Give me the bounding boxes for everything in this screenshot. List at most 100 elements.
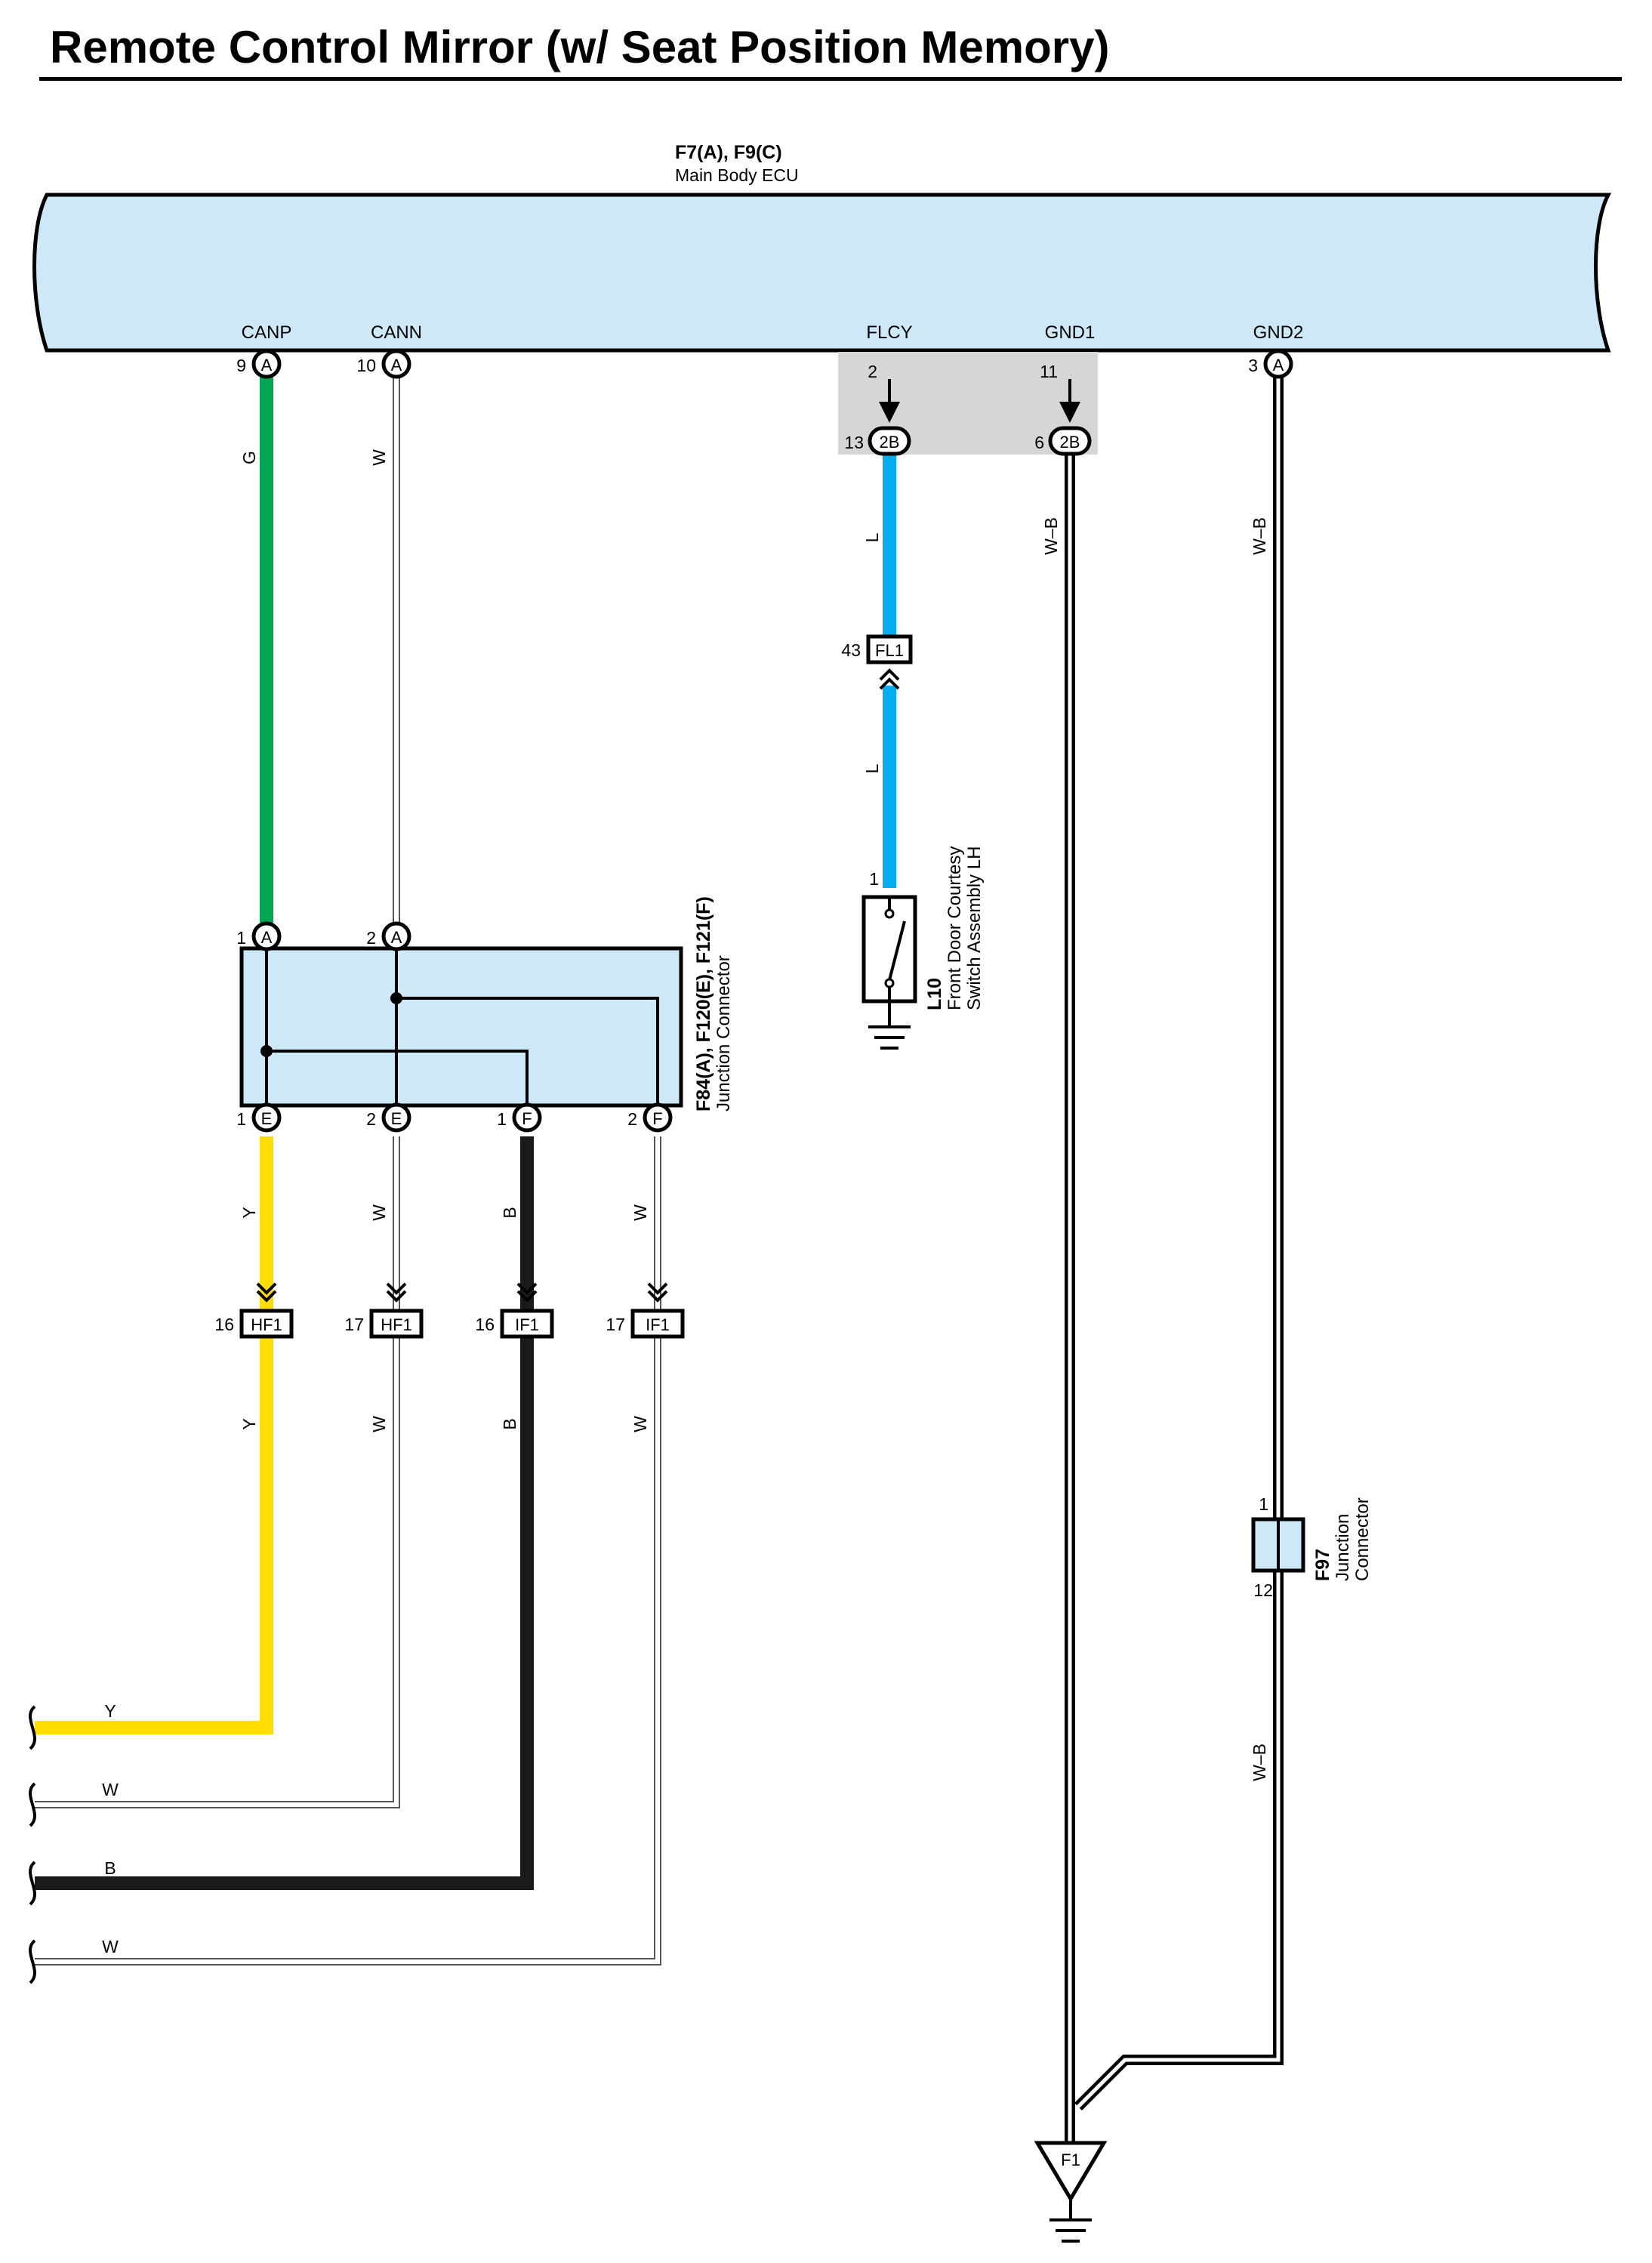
wire-label-e1-upper: Y [239, 1207, 259, 1218]
wire-label-canp: G [239, 451, 259, 464]
ecu-pin-cann-label: CANN [371, 322, 422, 343]
junction-pin-a1: A 1 [236, 921, 282, 951]
svg-text:F1: F1 [1061, 2150, 1080, 2169]
junction-connector-f84 [239, 933, 683, 1116]
inline-connector-hf1-17: HF1 17 [344, 1282, 424, 1339]
svg-text:17: 17 [344, 1315, 364, 1334]
connector-2b-gnd1: 2B 6 [1034, 426, 1092, 456]
wire-label-f1-lower: B [500, 1418, 519, 1429]
connector-2b-flcy: 2B 13 [844, 426, 911, 456]
svg-text:13: 13 [844, 433, 864, 452]
ground-f1: F1 [1034, 2141, 1108, 2243]
wire-label-flcy-lower: L [862, 763, 882, 773]
junction-code: F84(A), F120(E), F121(F) [693, 896, 714, 1111]
svg-text:A: A [261, 356, 273, 375]
l10-name-line1: Front Door Courtesy [945, 846, 965, 1010]
svg-text:A: A [391, 928, 402, 947]
f97-name-line1: Junction [1333, 1514, 1353, 1581]
pin-canp: A 9 [236, 349, 282, 379]
svg-text:A: A [261, 928, 273, 947]
svg-text:2: 2 [868, 362, 877, 381]
pin-gnd2: A 3 [1248, 349, 1293, 379]
svg-text:IF1: IF1 [646, 1315, 670, 1334]
l10-code: L10 [924, 978, 945, 1010]
page-title: Remote Control Mirror (w/ Seat Position … [50, 22, 1110, 72]
pin-flcy-arrow: 2 [868, 362, 900, 423]
svg-text:6: 6 [1034, 433, 1044, 452]
wire-label-left-w1: W [102, 1780, 119, 1799]
ecu-pin-canp-label: CANP [242, 322, 292, 343]
svg-text:10: 10 [356, 356, 376, 375]
wire-label-left-y: Y [104, 1701, 116, 1721]
junction-pin-f1: F 1 [497, 1102, 542, 1133]
connector-fl1: FL1 43 [841, 634, 913, 690]
wire-label-cann: W [369, 449, 389, 466]
svg-text:E: E [261, 1109, 273, 1128]
svg-text:3: 3 [1248, 356, 1258, 375]
svg-text:HF1: HF1 [251, 1315, 282, 1334]
wire-gnd2 [1074, 373, 1284, 2110]
wire-label-f2-upper: W [630, 1204, 650, 1221]
l10-courtesy-switch: 1 [861, 869, 917, 1050]
svg-text:F: F [522, 1109, 532, 1128]
wire-label-gnd2-lower: W–B [1250, 1743, 1269, 1781]
svg-text:9: 9 [236, 356, 246, 375]
ecu-pin-gnd2-label: GND2 [1253, 322, 1304, 343]
svg-text:1: 1 [497, 1109, 507, 1129]
svg-text:2: 2 [366, 928, 376, 948]
l10-name-line2: Switch Assembly LH [964, 846, 985, 1010]
pin-cann: A 10 [356, 349, 411, 379]
wire-label-f1-upper: B [500, 1207, 519, 1218]
wire-f1 [35, 1136, 534, 1890]
inline-connector-hf1-16: HF1 16 [214, 1282, 294, 1339]
svg-text:2: 2 [627, 1109, 637, 1129]
svg-text:A: A [1273, 356, 1284, 375]
svg-text:1: 1 [236, 1109, 246, 1129]
wire-label-left-w2: W [102, 1937, 119, 1956]
wire-label-e2-upper: W [369, 1204, 389, 1221]
wire-label-f2-lower: W [630, 1416, 650, 1432]
junction-connector-f97: 1 12 [1251, 1494, 1305, 1600]
svg-text:HF1: HF1 [381, 1315, 412, 1334]
wire-e2 [35, 1136, 400, 1808]
svg-text:16: 16 [214, 1315, 234, 1334]
wire-f2 [35, 1136, 661, 1965]
wire-label-e2-lower: W [369, 1416, 389, 1432]
svg-text:2: 2 [366, 1109, 376, 1129]
wire-label-flcy-upper: L [862, 532, 882, 542]
ecu-code: F7(A), F9(C) [675, 142, 782, 163]
wire-label-gnd1: W–B [1041, 517, 1061, 555]
svg-text:1: 1 [236, 928, 246, 948]
svg-text:12: 12 [1253, 1580, 1273, 1600]
f97-code: F97 [1312, 1549, 1333, 1581]
svg-text:FL1: FL1 [875, 641, 904, 660]
svg-text:F: F [652, 1109, 662, 1128]
inline-connector-if1-16: IF1 16 [475, 1282, 554, 1339]
wire-e1 [35, 1136, 273, 1734]
svg-text:1: 1 [869, 869, 879, 889]
pin-gnd1-arrow: 11 [1040, 362, 1080, 423]
svg-text:IF1: IF1 [515, 1315, 539, 1334]
junction-pin-e2: E 2 [366, 1102, 411, 1133]
svg-text:A: A [391, 356, 402, 375]
wire-label-e1-lower: Y [239, 1418, 259, 1429]
junction-name: Junction Connector [714, 955, 734, 1111]
wire-label-gnd2: W–B [1250, 517, 1269, 555]
main-body-ecu [32, 193, 1612, 353]
junction-pin-f2: F 2 [627, 1102, 673, 1133]
svg-text:17: 17 [606, 1315, 625, 1334]
svg-text:1: 1 [1259, 1494, 1268, 1514]
f97-name-line2: Connector [1352, 1497, 1373, 1581]
svg-text:2B: 2B [1060, 433, 1080, 452]
ecu-name: Main Body ECU [675, 165, 799, 185]
wire-break-marks [29, 1705, 36, 1984]
junction-pin-e1: E 1 [236, 1102, 282, 1133]
ecu-pin-gnd1-label: GND1 [1045, 322, 1096, 343]
svg-text:E: E [391, 1109, 402, 1128]
title-rule [39, 77, 1622, 81]
wire-label-left-b: B [104, 1858, 116, 1878]
svg-text:11: 11 [1040, 362, 1058, 381]
svg-text:2B: 2B [880, 433, 900, 452]
inline-connector-if1-17: IF1 17 [606, 1282, 685, 1339]
